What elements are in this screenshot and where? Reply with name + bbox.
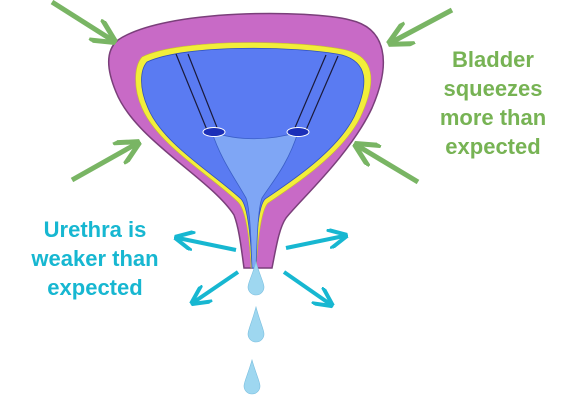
arrow-outward-icon: [284, 272, 330, 304]
water-drop-icon: [248, 307, 264, 342]
arrow-inward-icon: [52, 2, 112, 40]
arrow-outward-icon: [286, 236, 344, 248]
bladder-label-line: expected: [418, 132, 568, 161]
arrow-inward-icon: [72, 144, 136, 180]
arrow-inward-icon: [392, 10, 452, 42]
urethra-label-line: expected: [0, 273, 190, 302]
arrow-inward-icon: [358, 146, 418, 182]
urethra-weaker-label: Urethra is weaker than expected: [0, 215, 190, 302]
urethra-label-line: Urethra is: [0, 215, 190, 244]
water-drop-icon: [244, 360, 260, 394]
bladder-squeezes-label: Bladder squeezes more than expected: [418, 45, 568, 161]
bladder-label-line: more than: [418, 103, 568, 132]
bladder-label-line: squeezes: [418, 74, 568, 103]
bladder-label-line: Bladder: [418, 45, 568, 74]
arrow-outward-icon: [194, 272, 238, 302]
right-ureter-opening: [287, 128, 309, 137]
urethra-label-line: weaker than: [0, 244, 190, 273]
left-ureter-opening: [203, 128, 225, 137]
